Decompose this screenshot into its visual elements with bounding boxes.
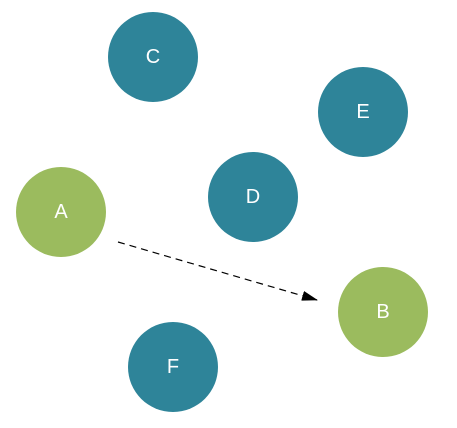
node-d-circle	[208, 152, 298, 242]
node-e-circle	[318, 67, 408, 157]
nodes-layer: A B C D E F	[16, 12, 428, 412]
node-e: E	[318, 67, 408, 157]
node-f: F	[128, 322, 218, 412]
node-d: D	[208, 152, 298, 242]
node-c-label: C	[146, 46, 160, 68]
node-c-circle	[108, 12, 198, 102]
node-a: A	[16, 167, 106, 257]
node-f-circle	[128, 322, 218, 412]
node-a-label: A	[54, 201, 68, 223]
node-c: C	[108, 12, 198, 102]
node-a-circle	[16, 167, 106, 257]
node-b: B	[338, 267, 428, 357]
node-d-label: D	[246, 186, 260, 208]
node-f-label: F	[167, 356, 179, 378]
node-e-label: E	[356, 101, 369, 123]
edge-a-to-b-arrow	[117, 241, 318, 301]
node-b-circle	[338, 267, 428, 357]
node-b-label: B	[376, 301, 389, 323]
edges-layer	[117, 241, 318, 301]
